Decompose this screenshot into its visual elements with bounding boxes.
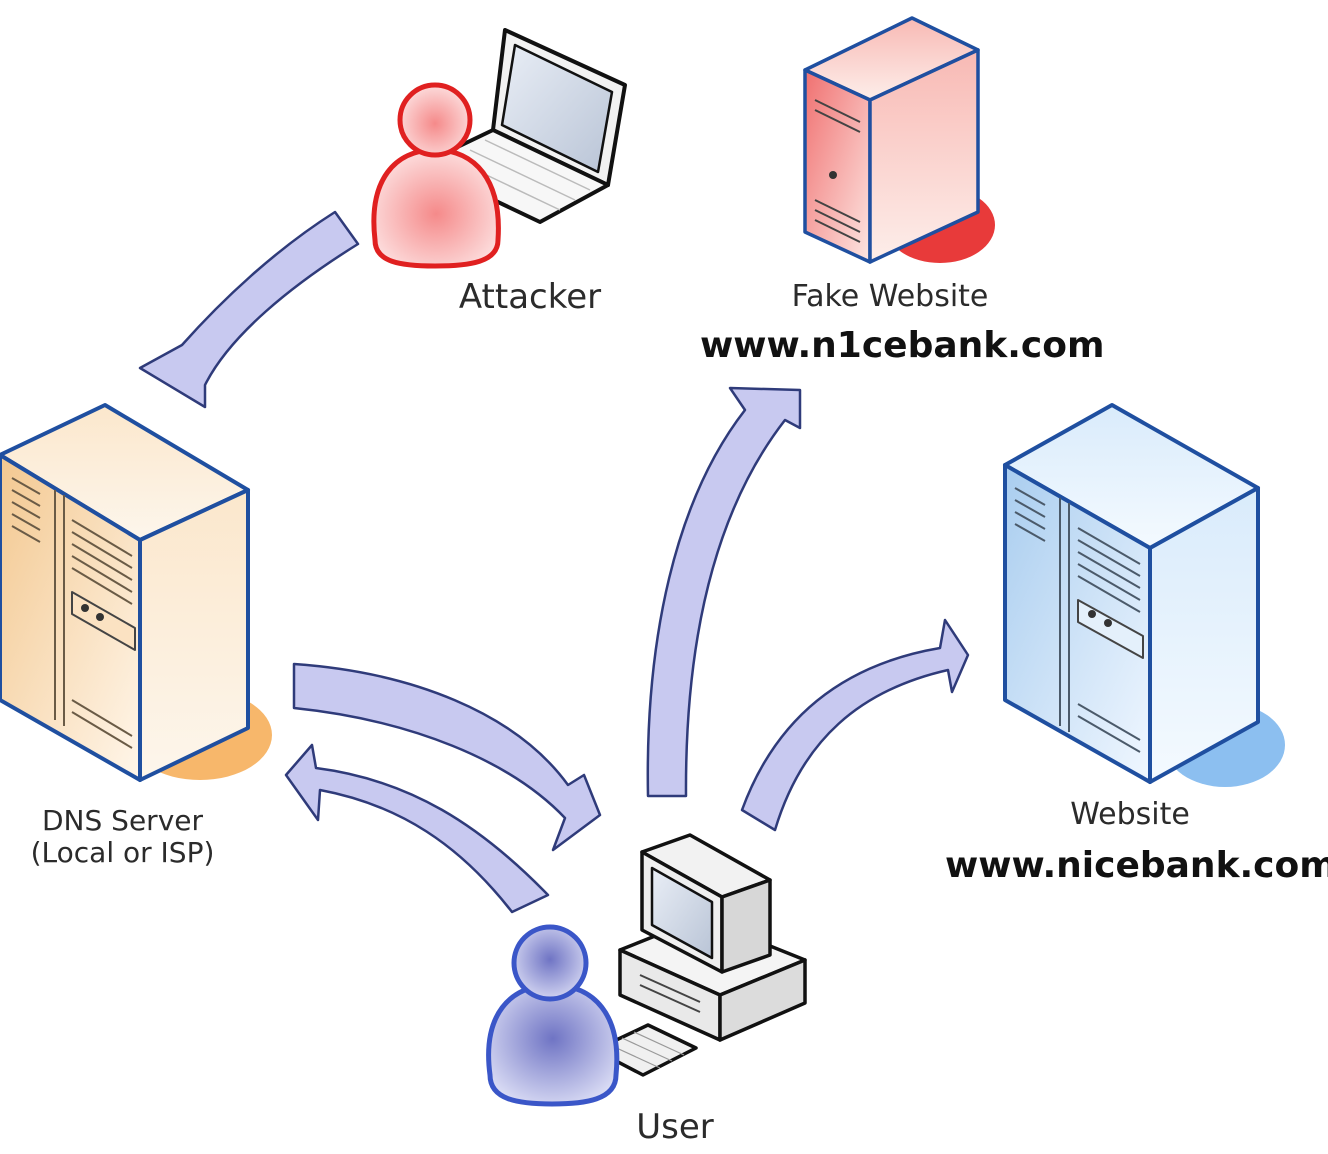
arrow-user-to-dns	[284, 743, 550, 914]
dns-server-sublabel: (Local or ISP)	[30, 836, 215, 870]
dns-server-label-group: DNS Server (Local or ISP)	[0, 804, 245, 870]
attacker-person-icon	[371, 82, 501, 269]
arrow-dns-to-user	[292, 662, 602, 852]
fake-website-label: Fake Website	[791, 279, 989, 314]
website-server-icon	[1003, 403, 1285, 787]
attacker-laptop-icon	[418, 28, 627, 224]
fake-website-server-icon	[803, 16, 995, 264]
website-label-group: Website www.nicebank.com	[945, 797, 1328, 886]
fake-website-label-group: Fake Website www.n1cebank.com	[700, 279, 1105, 366]
fake-website-url: www.n1cebank.com	[700, 324, 1105, 366]
arrow-user-to-website	[740, 618, 970, 832]
user-person-icon	[486, 924, 620, 1107]
arrow-attacker-to-dns	[138, 210, 360, 409]
dns-server-icon	[0, 403, 272, 782]
website-label: Website	[1070, 797, 1190, 832]
dns-server-label: DNS Server	[42, 804, 203, 837]
user-computer-icon	[593, 833, 807, 1077]
website-url: www.nicebank.com	[945, 844, 1328, 886]
user-label: User	[636, 1107, 714, 1147]
arrow-user-to-fake-website	[646, 386, 802, 798]
attacker-label: Attacker	[458, 277, 602, 317]
